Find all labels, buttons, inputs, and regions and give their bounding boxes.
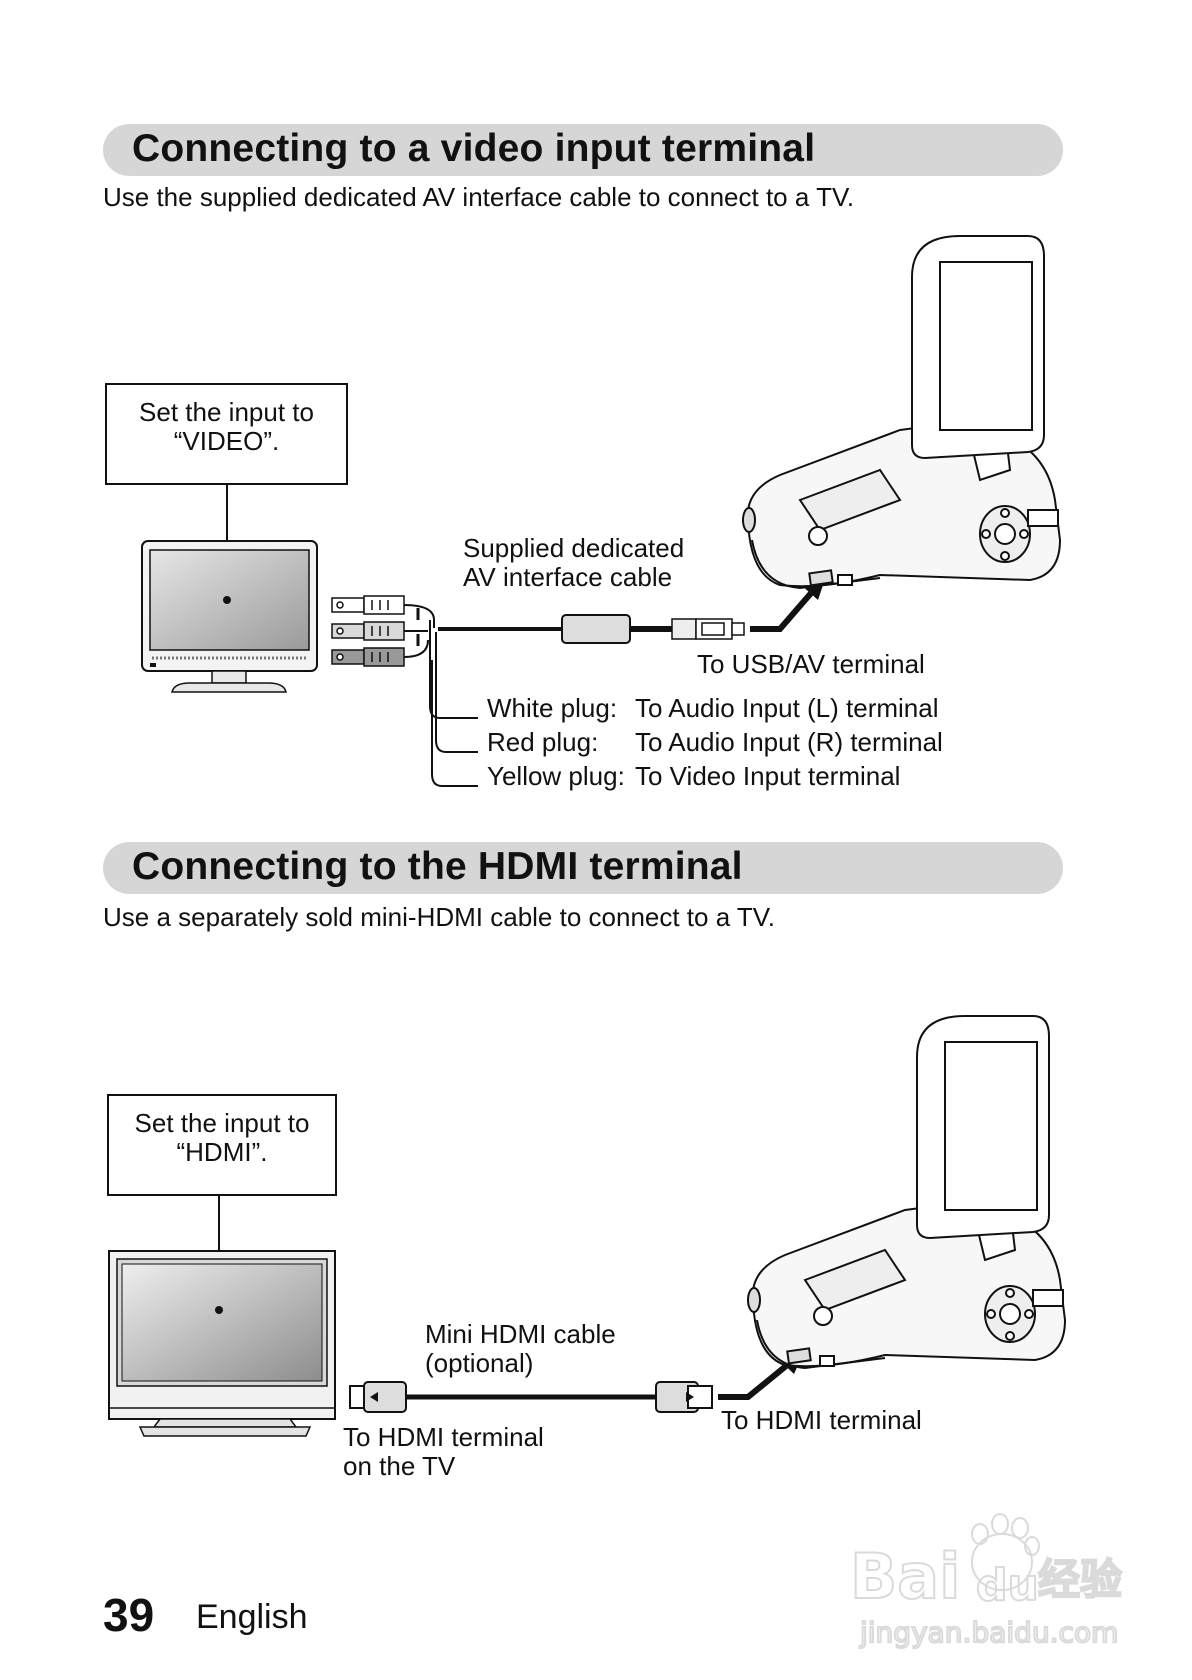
plug-name: Red plug: [487,727,599,757]
av-cable-label: Supplied dedicated AV interface cable [463,534,684,592]
plug-target: To Video Input terminal [635,761,901,791]
watermark-cn: 经验 [1038,1555,1122,1604]
page-number: 39 [103,1589,155,1641]
section-intro: Use the supplied dedicated AV interface … [103,182,855,212]
hdmi-connection-diagram [108,1015,1067,1437]
callout-line: Set the input to [139,397,314,427]
plug-target: To Audio Input (R) terminal [635,727,943,757]
section-title: Connecting to a video input terminal [132,127,816,170]
page-language: English [196,1598,308,1636]
paw-icon [971,1513,1040,1591]
baidu-watermark-logo: Bai du 经验 jingyan.baidu.com [850,1513,1123,1650]
callout-line: “HDMI”. [176,1137,268,1167]
video-connection-diagram [141,235,1062,787]
hdmi-cable-label: Mini HDMI cable (optional) [425,1320,616,1378]
usb-av-terminal-label: To USB/AV terminal [697,649,925,679]
callout-line: “VIDEO”. [173,426,280,456]
camera-icon [747,1015,1067,1370]
callout-set-input-video: Set the input to “VIDEO”. [105,383,348,485]
section-heading-video: Connecting to a video input terminal [103,124,1063,176]
label-line: Supplied dedicated [463,533,685,563]
tv-icon [141,540,318,693]
watermark-brand: Bai [850,1540,960,1613]
section-heading-hdmi: Connecting to the HDMI terminal [103,842,1063,894]
label-line: (optional) [425,1348,534,1378]
plug-yellow-label: Yellow plug: To Video Input terminal [487,762,900,791]
plug-name: Yellow plug: [487,761,625,791]
callout-set-input-hdmi: Set the input to “HDMI”. [107,1094,337,1196]
plug-name: White plug: [487,693,618,723]
camera-hdmi-terminal-label: To HDMI terminal [721,1405,922,1435]
section-title: Connecting to the HDMI terminal [132,845,743,888]
plug-target: To Audio Input (L) terminal [635,693,939,723]
watermark-url: jingyan.baidu.com [859,1616,1118,1649]
label-line: AV interface cable [463,562,673,592]
camera-icon [742,235,1062,590]
plug-red-label: Red plug: To Audio Input (R) terminal [487,728,943,757]
callout-line: Set the input to [134,1108,310,1138]
label-line: on the TV [343,1451,456,1481]
section-intro: Use a separately sold mini-HDMI cable to… [103,902,775,932]
label-line: Mini HDMI cable [425,1319,616,1349]
plug-white-label: White plug: To Audio Input (L) terminal [487,694,939,723]
tv-icon [108,1250,336,1437]
tv-hdmi-terminal-label: To HDMI terminal on the TV [343,1423,544,1481]
label-line: To HDMI terminal [343,1422,544,1452]
hdmi-cable-icon [349,1381,713,1413]
rca-plugs-icon [331,595,405,667]
watermark-brand-suffix: du [976,1560,1039,1611]
